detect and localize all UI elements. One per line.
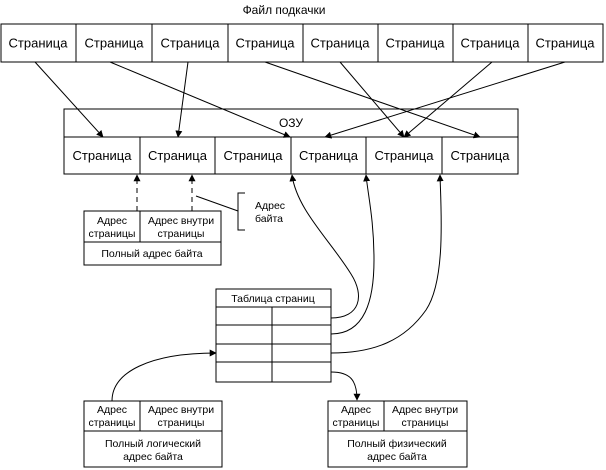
logical-offset-label-1: Адрес внутри [148,404,214,416]
ram-page-3: Страница [224,148,284,163]
byte-callout-label-2: байта [255,213,283,225]
byte-address-block: Адрес страницы Адрес внутри страницы Пол… [83,210,222,266]
swap-page-7: Страница [461,36,521,51]
swap-page-1: Страница [9,36,69,51]
svg-text:Адрес: Адрес [97,215,127,227]
swap-page-5: Страница [311,36,371,51]
page-table-title: Таблица страниц [231,293,315,305]
svg-text:Адрес: Адрес [97,404,127,416]
swap-to-ram-arrows [34,61,566,139]
logical-address-block: Адрес страницы Адрес внутри страницы Пол… [83,400,223,468]
byte-page-address-label-2: страницы [89,228,136,240]
physical-offset-label-1: Адрес внутри [392,404,458,416]
svg-text:адрес байта: адрес байта [123,451,183,463]
svg-text:Адрес: Адрес [341,404,371,416]
byte-page-address-label-1: Адрес [97,215,127,227]
physical-offset-label-2: страницы [402,417,449,429]
svg-text:Адрес внутри: Адрес внутри [148,215,214,227]
logical-offset-label-2: страницы [158,417,205,429]
svg-text:страницы: страницы [89,417,136,429]
ram-title: ОЗУ [279,116,303,130]
swap-page-2: Страница [85,36,145,51]
swap-page-6: Страница [386,36,446,51]
physical-page-address-label-2: страницы [333,417,380,429]
logical-to-table-arrow [111,349,217,402]
svg-text:страницы: страницы [158,228,205,240]
svg-text:Полный логический: Полный логический [105,438,201,450]
svg-text:страницы: страницы [89,228,136,240]
page-table: Таблица страниц [215,288,332,383]
swap-page-3: Страница [161,36,221,51]
byte-full-address-label: Полный адрес байта [101,248,202,260]
physical-full-label-2: адрес байта [367,451,427,463]
svg-text:Адрес: Адрес [255,200,285,212]
ram-page-1: Страница [73,148,133,163]
swap-file-title: Файл подкачки [243,3,326,17]
svg-text:адрес байта: адрес байта [367,451,427,463]
physical-full-label-1: Полный физический [347,438,447,450]
svg-text:страницы: страницы [402,417,449,429]
logical-page-address-label-1: Адрес [97,404,127,416]
ram-page-6: Страница [451,148,511,163]
physical-page-address-label-1: Адрес [341,404,371,416]
logical-full-label-2: адрес байта [123,451,183,463]
ram-page-2: Страница [148,148,208,163]
table-to-physical-arrow [330,371,361,401]
ram-page-4: Страница [299,148,359,163]
svg-text:Адрес внутри: Адрес внутри [392,404,458,416]
ram-page-5: Страница [375,148,435,163]
logical-page-address-label-2: страницы [89,417,136,429]
svg-text:Адрес внутри: Адрес внутри [148,404,214,416]
physical-address-block: Адрес страницы Адрес внутри страницы Пол… [327,400,468,468]
swap-file-pages: Страница Страница Страница Страница Стра… [0,23,604,63]
byte-callout: Адрес байта [195,192,285,231]
logical-full-label-1: Полный логический [105,438,201,450]
byte-callout-label-1: Адрес [255,200,285,212]
svg-text:байта: байта [255,213,283,225]
byte-offset-label-1: Адрес внутри [148,215,214,227]
ram-block: ОЗУ Страница Страница Страница Страница … [63,108,519,175]
swap-page-8: Страница [536,36,596,51]
swap-page-4: Страница [236,36,296,51]
svg-text:Полный физический: Полный физический [347,438,447,450]
byte-offset-label-2: страницы [158,228,205,240]
svg-text:страницы: страницы [333,417,380,429]
svg-text:страницы: страницы [158,417,205,429]
page-table-to-ram-curves [289,174,444,354]
byte-address-pointers [133,174,196,211]
